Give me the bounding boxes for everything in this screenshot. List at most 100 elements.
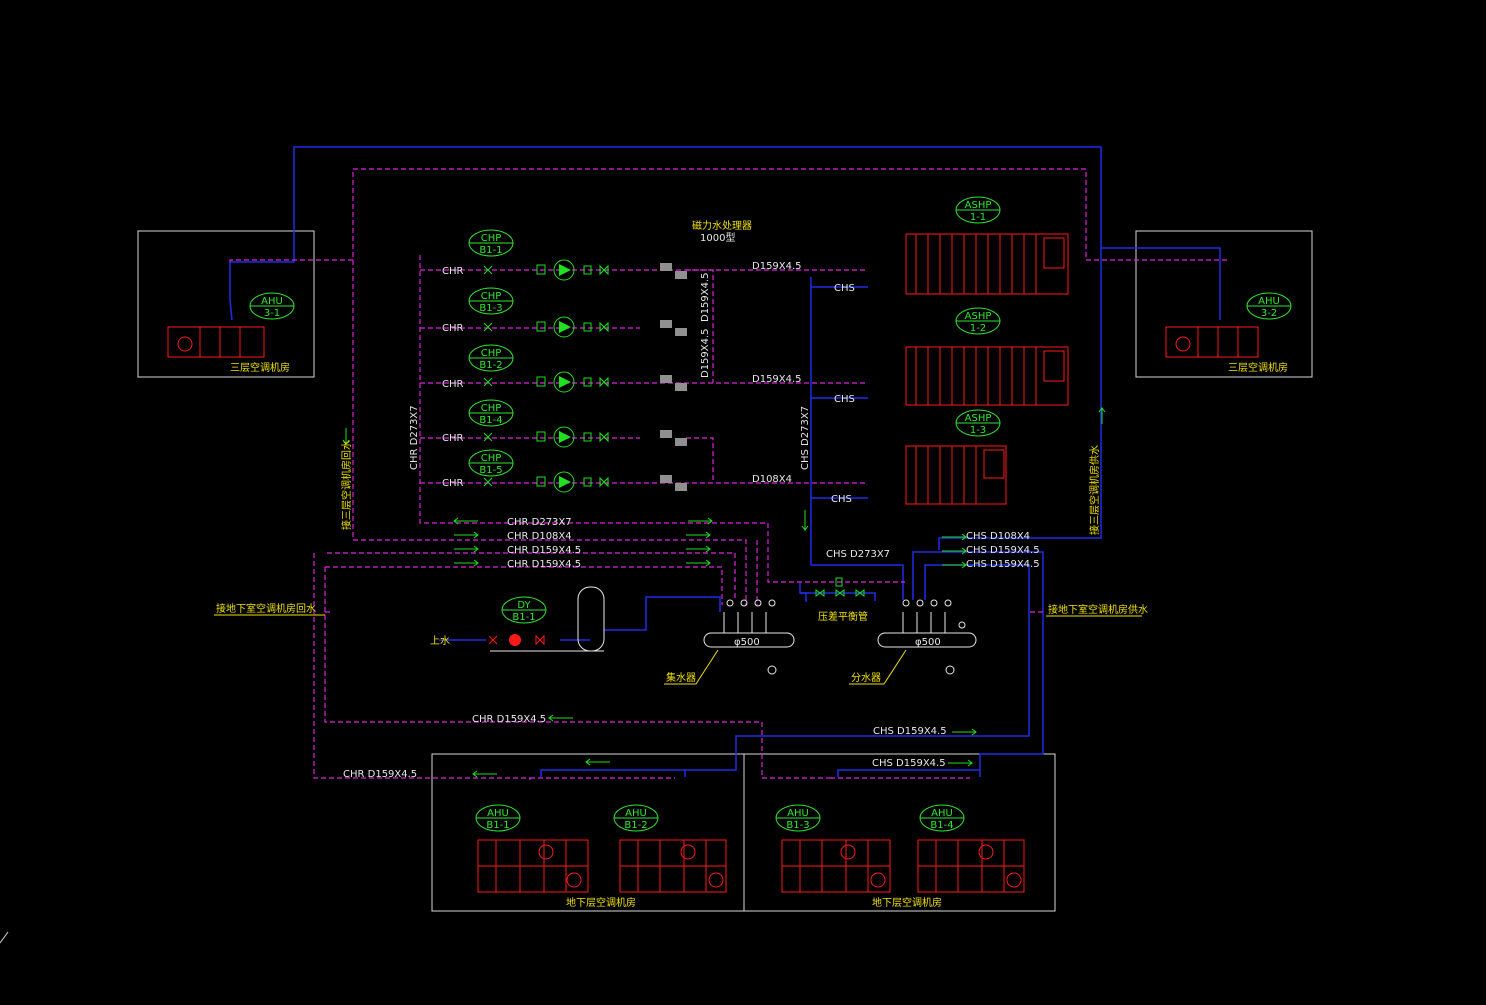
tag-ahu-3-2-type: AHU <box>1258 296 1280 307</box>
tag-ashp-1-1-type: ASHP <box>965 200 992 211</box>
label-return-third-floor: 接三层空调机房回水 <box>340 440 353 530</box>
tag-chp-b1-4: CHP B1-4 <box>468 399 514 427</box>
flow-arrows <box>342 407 1106 778</box>
label-makeup-water: 上水 <box>430 635 450 647</box>
label-d108-ashp3: D108X4 <box>752 474 792 485</box>
ashp-unit-1-1 <box>905 233 1069 295</box>
label-supply-header: 分水器 <box>851 672 881 684</box>
label-third-floor-room-right: 三层空调机房 <box>1228 361 1288 374</box>
label-phi500-supply: φ500 <box>915 637 941 648</box>
tag-dy-b1-1-type: DY <box>517 600 531 611</box>
label-chs-ashp1: CHS <box>834 283 855 294</box>
tag-chp-b1-5-id: B1-5 <box>479 465 502 476</box>
ashp-unit-1-3 <box>905 445 1007 505</box>
label-chr-row4: CHR <box>442 433 464 444</box>
tag-dy-b1-1: DY B1-1 <box>501 596 547 624</box>
room-frame-third-floor-right <box>1135 230 1313 378</box>
tag-chp-b1-3: CHP B1-3 <box>468 287 514 315</box>
tag-chp-b1-3-type: CHP <box>481 291 502 302</box>
tag-ahu-b1-1-id: B1-1 <box>486 820 509 831</box>
label-chr-d159x45-a: CHR D159X4.5 <box>507 545 581 556</box>
tag-ashp-1-2-type: ASHP <box>965 311 992 322</box>
makeup-pump <box>488 634 545 646</box>
label-chs-d159x45-a: CHS D159X4.5 <box>966 545 1040 556</box>
tag-dy-b1-1-id: B1-1 <box>512 612 535 623</box>
return-piping <box>229 168 1228 780</box>
label-basement-room-b: 地下层空调机房 <box>872 896 942 909</box>
tag-ahu-b1-2: AHU B1-2 <box>613 804 659 832</box>
tag-ahu-b1-4: AHU B1-4 <box>919 804 965 832</box>
pump-row-2 <box>483 316 687 338</box>
tag-chp-b1-4-type: CHP <box>481 403 502 414</box>
label-chs-d273x7: CHS D273X7 <box>826 549 890 560</box>
tag-chp-b1-1-type: CHP <box>481 233 502 244</box>
label-bypass-pipe: 压差平衡管 <box>818 610 868 623</box>
ahu-unit-b1-3 <box>781 839 891 893</box>
tag-ahu-b1-3-type: AHU <box>787 808 809 819</box>
tag-ahu-3-2-id: 3-2 <box>1261 308 1277 319</box>
tag-ahu-3-1: AHU 3-1 <box>249 292 295 320</box>
tag-chp-b1-5-type: CHP <box>481 453 502 464</box>
label-chr-bottom-2: CHR D159X4.5 <box>343 769 417 780</box>
label-basement-supply: 接地下室空调机房供水 <box>1048 603 1148 616</box>
tag-ahu-3-1-type: AHU <box>261 296 283 307</box>
tag-ahu-b1-1: AHU B1-1 <box>475 804 521 832</box>
pump-row-1 <box>483 259 687 281</box>
expansion-tank <box>577 586 605 652</box>
tag-chp-b1-1: CHP B1-1 <box>468 229 514 257</box>
equipment-tags: CHP B1-1 CHP B1-3 CHP B1-2 CHP B1-4 CHP … <box>249 196 1292 832</box>
label-chr-d273x7: CHR D273X7 <box>507 517 572 528</box>
pump-row-3 <box>483 371 687 393</box>
label-chr-d108x4: CHR D108X4 <box>507 531 572 542</box>
label-chs-d273x7-vertical: CHS D273X7 <box>800 406 811 470</box>
tag-ashp-1-1: ASHP 1-1 <box>955 196 1001 224</box>
label-d159-ashp2: D159X4.5 <box>752 374 802 385</box>
label-chr-row1: CHR <box>442 266 464 277</box>
tag-ahu-b1-2-id: B1-2 <box>624 820 647 831</box>
label-return-header: 集水器 <box>666 671 696 684</box>
label-chr-d273x7-vertical: CHR D273X7 <box>409 405 420 470</box>
supply-header-gauges <box>902 599 966 675</box>
label-third-floor-room-left: 三层空调机房 <box>230 361 290 374</box>
pump-row-4 <box>483 426 687 448</box>
tag-chp-b1-3-id: B1-3 <box>479 303 502 314</box>
tag-ashp-1-2-id: 1-2 <box>970 323 986 334</box>
ashp-unit-1-2 <box>905 346 1069 406</box>
label-chr-row2: CHR <box>442 323 464 334</box>
tag-chp-b1-4-id: B1-4 <box>479 415 502 426</box>
supply-header <box>877 632 977 648</box>
label-d159-vertical-a: D159X4.5 <box>700 272 711 322</box>
label-d159-ashp1: D159X4.5 <box>752 261 802 272</box>
ahu-unit-b1-1 <box>477 839 589 893</box>
tag-ashp-1-3-type: ASHP <box>965 413 992 424</box>
room-frame-basement-right <box>743 753 1056 912</box>
bypass-valves <box>815 577 865 597</box>
tag-chp-b1-5: CHP B1-5 <box>468 449 514 477</box>
label-chs-bottom-1: CHS D159X4.5 <box>873 726 947 737</box>
label-water-treatment-size: 1000型 <box>700 231 735 244</box>
label-chs-d108x4: CHS D108X4 <box>966 531 1030 542</box>
pump-row-5 <box>483 471 687 493</box>
return-header-gauges <box>723 599 777 675</box>
tag-chp-b1-2-type: CHP <box>481 348 502 359</box>
tag-chp-b1-2: CHP B1-2 <box>468 344 514 372</box>
label-water-treatment: 磁力水处理器 <box>692 219 752 232</box>
tag-ahu-b1-4-id: B1-4 <box>930 820 953 831</box>
supply-piping <box>229 146 1221 777</box>
label-basement-room-a: 地下层空调机房 <box>566 896 636 909</box>
tag-ahu-b1-3-id: B1-3 <box>786 820 809 831</box>
label-chs-bottom-2: CHS D159X4.5 <box>872 758 946 769</box>
pipe-labels: CHR CHR CHR CHR CHR CHS CHS CHS 磁力水处理器 1… <box>214 219 1288 909</box>
tag-ashp-1-3-id: 1-3 <box>970 425 986 436</box>
label-chs-d159x45-b: CHS D159X4.5 <box>966 559 1040 570</box>
label-chr-bottom-1: CHR D159X4.5 <box>472 714 546 725</box>
label-chs-ashp2: CHS <box>834 394 855 405</box>
tag-ahu-b1-3: AHU B1-3 <box>775 804 821 832</box>
tag-ashp-1-2: ASHP 1-2 <box>955 307 1001 335</box>
label-basement-return: 接地下室空调机房回水 <box>216 602 316 615</box>
tag-chp-b1-2-id: B1-2 <box>479 360 502 371</box>
label-chr-row5: CHR <box>442 478 464 489</box>
label-chr-row3: CHR <box>442 379 464 390</box>
ahu-unit-b1-2 <box>619 839 727 893</box>
